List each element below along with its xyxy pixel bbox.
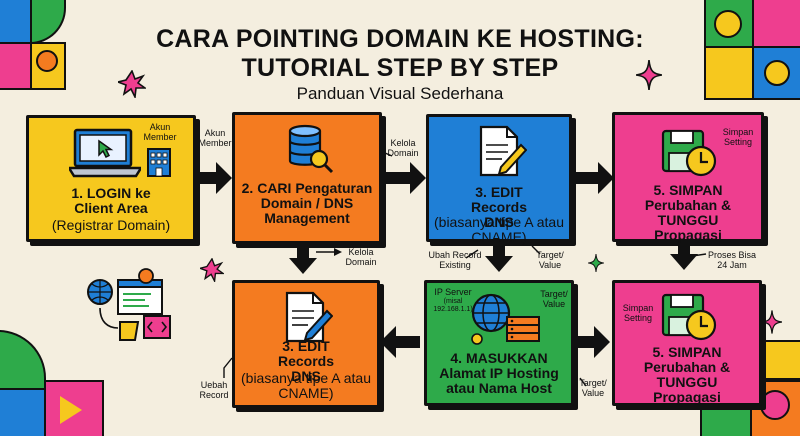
star-decoration [762,310,782,334]
ubah-record-bottom-label: Uebah Record [199,380,229,400]
save-clock-icon [661,129,717,177]
target-value-bottom-label: Target/ Value [579,378,607,398]
star-decoration [588,254,604,272]
database-search-icon [288,124,334,174]
page-title-line-2: TUTORIAL STEP BY STEP [241,54,559,82]
kelola-domain-mid-label: Kelola Domain [345,247,377,267]
star-decoration [636,60,662,90]
document-pencil-icon [285,291,333,343]
arrow-step2-down [289,244,317,274]
step-1-subtitle: (Registrar Domain) [51,217,171,233]
step-3-top-subtitle: (biasanya tipe A atau CNAME) [434,214,564,245]
step-3-bottom-title: 3. EDIT Records DNS [277,338,335,384]
corner-decoration-top-right [704,0,800,100]
ip-example-label: (misal 192.168.1.1) [433,298,473,313]
step-5-top-title: 5. SIMPAN Perubahan & TUNGGU Propagasi [644,182,732,243]
kelola-domain-top-label: Kelola Domain [387,138,419,158]
step-4-ip-hosting-box: IP Server (misal 192.168.1.1) Target/ Va… [424,280,574,406]
step-5-bottom-title: 5. SIMPAN Perubahan & TUNGGU Propagasi [643,344,731,405]
corner-decoration-top-left [0,0,66,90]
page-title-line-1: CARA POINTING DOMAIN KE HOSTING: [156,25,644,53]
arrow-step3-to-step5 [572,162,614,194]
arrow-step2-to-step3 [382,162,426,194]
step-3-edit-dns-box-bottom: 3. EDIT Records DNS (biasanya tipe A ata… [232,280,380,408]
akun-member-outer-label: Akun Member [198,128,232,148]
arrow-step5-down [670,242,698,270]
step-2-dns-management-box: 2. CARI Pengaturan Domain / DNS Manageme… [232,112,382,244]
akun-member-inner-label: Akun Member [143,122,177,142]
ubah-record-existing-label: Ubah Record Existing [428,250,482,270]
star-decoration [118,70,146,98]
corner-decoration-bottom-left [0,330,120,436]
target-value-top-label: Target/ Value [536,250,564,270]
step-1-login-box: Akun Member 1. LOGIN ke Client Area (Reg… [26,115,196,242]
proses-bisa-label: Proses Bisa 24 Jam [707,250,757,270]
laptop-cursor-icon [69,128,141,178]
step-5-save-box-top: Simpan Setting 5. SIMPAN Perubahan & TUN… [612,112,764,243]
arrow-step3-down [485,244,513,272]
step-3-bottom-subtitle: (biasanya tipe A atau CNAME) [241,370,371,401]
arrow-step4-to-step5 [572,326,610,358]
web-config-illustration-icon [87,268,171,341]
step-3-edit-dns-box-top: 3. EDIT Records DNS (biasanya tipe A ata… [426,114,572,245]
step-5-save-box-bottom: Simpan Setting 5. SIMPAN Perubahan & TUN… [612,280,762,406]
simpan-setting-bottom-label: Simpan Setting [622,303,654,323]
step-1-title: 1. LOGIN ke Client Area [71,185,151,216]
page-subtitle: Panduan Visual Sederhana [296,84,504,103]
step-2-title: 2. CARI Pengaturan Domain / DNS Manageme… [241,180,373,226]
star-decoration [200,258,224,282]
save-clock-icon [661,293,717,341]
arrow-step4-to-step3 [380,326,420,358]
step-4-title: 4. MASUKKAN Alamat IP Hosting atau Nama … [439,350,559,396]
globe-server-icon [471,293,540,345]
document-pencil-icon [479,125,527,177]
simpan-setting-top-label: Simpan Setting [722,127,754,147]
building-icon [147,148,171,177]
step-3-top-title: 3. EDIT Records DNS [470,184,528,230]
target-value-inner-label: Target/ Value [540,289,568,309]
arrow-step1-to-step2 [196,162,232,194]
ip-server-label: IP Server [434,287,472,297]
